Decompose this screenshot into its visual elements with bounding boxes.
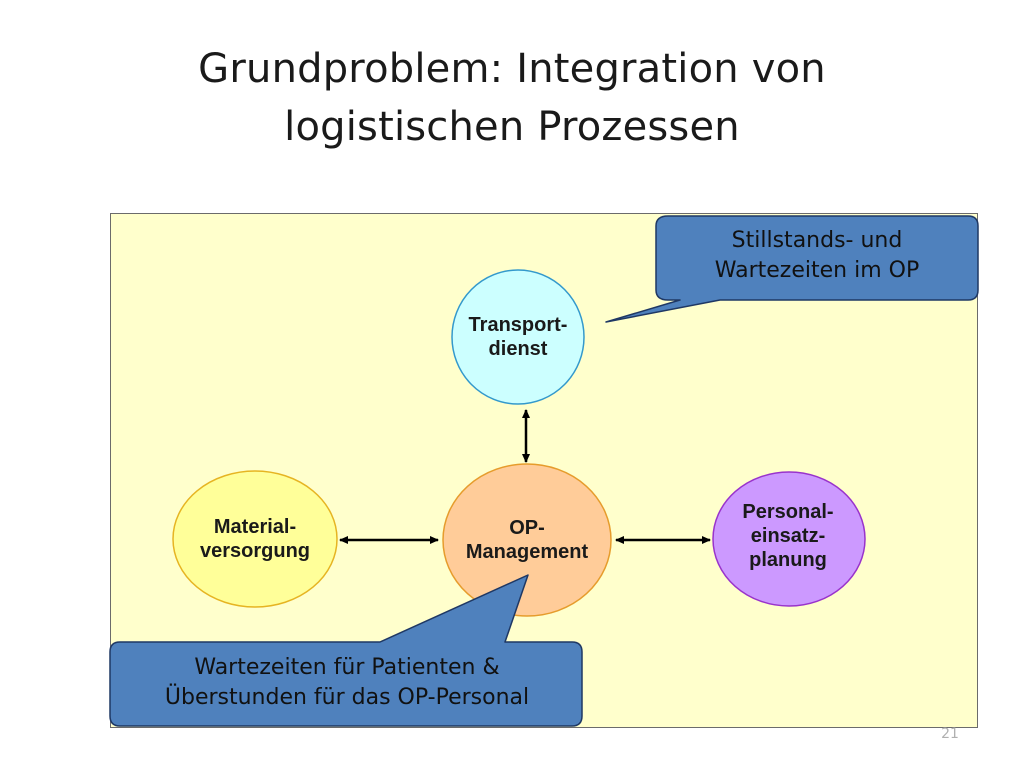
node-op-management (442, 463, 612, 617)
node-op-management-label: OP- Management (447, 516, 607, 564)
callout-top-shape (605, 215, 979, 323)
node-personaleinsatzplanung-line-2: einsatz- (750, 525, 826, 547)
node-personaleinsatzplanung-label: Personal- einsatz- planung (713, 500, 863, 572)
callout-bottom-text: Wartezeiten für Patienten & Überstunden … (112, 653, 582, 713)
node-materialversorgung-label: Material- versorgung (175, 515, 335, 563)
slide-title-line-1: Grundproblem: Integration von (198, 46, 826, 92)
node-materialversorgung (172, 470, 338, 608)
node-transportdienst (451, 269, 585, 405)
callout-top-text: Stillstands- und Wartezeiten im OP (656, 226, 978, 286)
node-transportdienst-line-1: Transport- (468, 314, 568, 336)
node-op-management-line-2: Management (465, 541, 589, 563)
node-op-management-line-1: OP- (509, 517, 545, 539)
callout-bottom-line-1: Wartezeiten für Patienten & (194, 655, 500, 680)
node-transportdienst-label: Transport- dienst (448, 313, 588, 361)
callout-top-line-2: Wartezeiten im OP (714, 258, 920, 283)
node-personaleinsatzplanung-line-3: planung (749, 549, 827, 571)
node-transportdienst-line-2: dienst (488, 338, 548, 360)
callout-top-line-1: Stillstands- und (731, 228, 903, 253)
callout-bottom-shape (109, 574, 583, 727)
node-materialversorgung-line-1: Material- (213, 516, 297, 538)
node-personaleinsatzplanung-line-1: Personal- (742, 501, 834, 523)
slide-title-line-2: logistischen Prozessen (284, 104, 740, 150)
node-personaleinsatzplanung (712, 471, 866, 607)
slide-title: Grundproblem: Integration von logistisch… (0, 40, 1024, 156)
node-materialversorgung-line-2: versorgung (199, 540, 311, 562)
page-number: 21 (941, 726, 959, 742)
callout-bottom-line-2: Überstunden für das OP-Personal (164, 685, 530, 710)
